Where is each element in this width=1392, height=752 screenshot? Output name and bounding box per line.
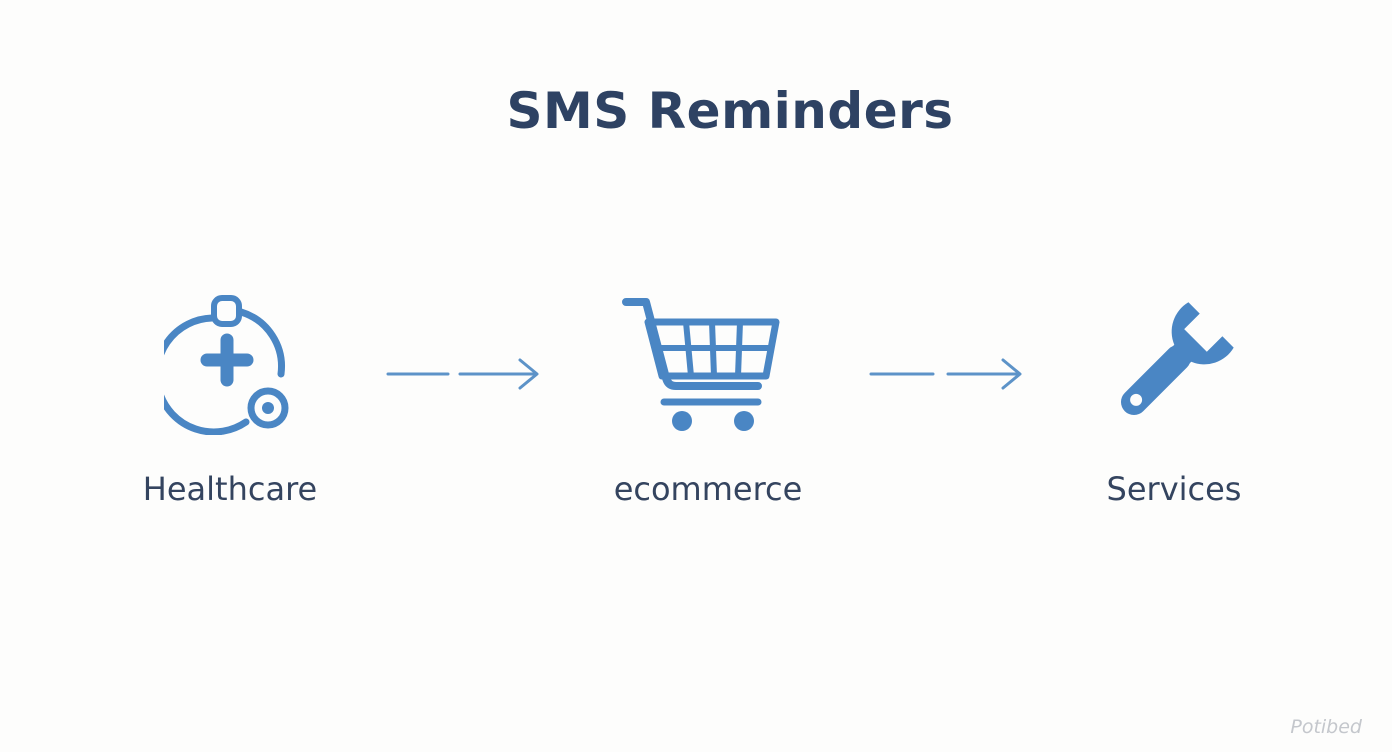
diagram-title: SMS Reminders <box>506 82 954 140</box>
healthcare-icon <box>164 295 289 435</box>
dashed-arrow-icon <box>386 358 539 390</box>
step-label-healthcare: Healthcare <box>142 470 318 508</box>
shopping-cart-icon <box>622 298 780 431</box>
step-label-ecommerce: ecommerce <box>613 470 803 508</box>
dashed-arrow-icon <box>869 358 1022 390</box>
watermark: Potibed <box>1290 716 1362 738</box>
step-label-services: Services <box>1106 470 1242 508</box>
wrench-icon <box>1120 302 1234 416</box>
